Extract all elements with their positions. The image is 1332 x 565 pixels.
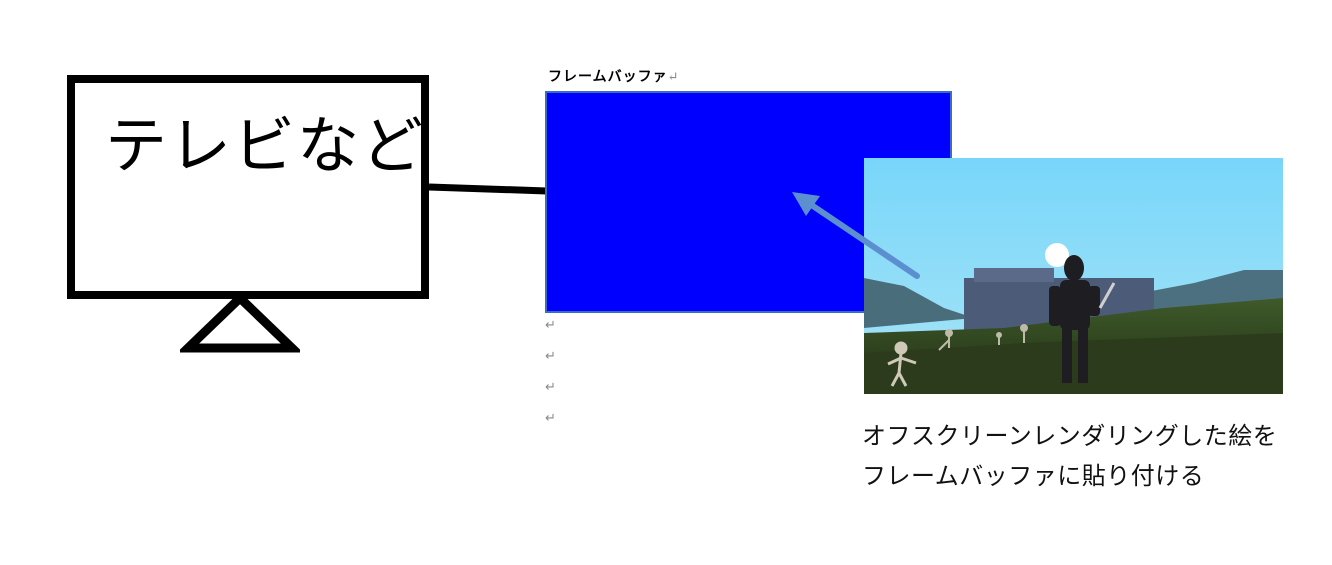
paragraph-mark: ↵ [667, 70, 680, 85]
tv-screen [67, 75, 429, 299]
connection-cable [429, 183, 547, 195]
framebuffer-caption-text: フレームバッファ [548, 69, 668, 85]
paragraph-mark: ↵ [545, 380, 556, 395]
paragraph-mark: ↵ [545, 349, 556, 364]
rendered-game-image [864, 158, 1283, 394]
tv-label: テレビなど [105, 109, 426, 182]
arrow-icon [792, 192, 920, 279]
description-line: オフスクリーンレンダリングした絵を [862, 422, 1278, 450]
description-line: フレームバッファに貼り付ける [862, 462, 1205, 490]
tv-stand [180, 292, 300, 353]
paragraph-mark: ↵ [545, 318, 556, 333]
description-text: オフスクリーンレンダリングした絵を フレームバッファに貼り付ける [862, 416, 1277, 496]
paragraph-mark: ↵ [545, 411, 556, 426]
framebuffer-caption: フレームバッファ↵ [548, 66, 680, 86]
